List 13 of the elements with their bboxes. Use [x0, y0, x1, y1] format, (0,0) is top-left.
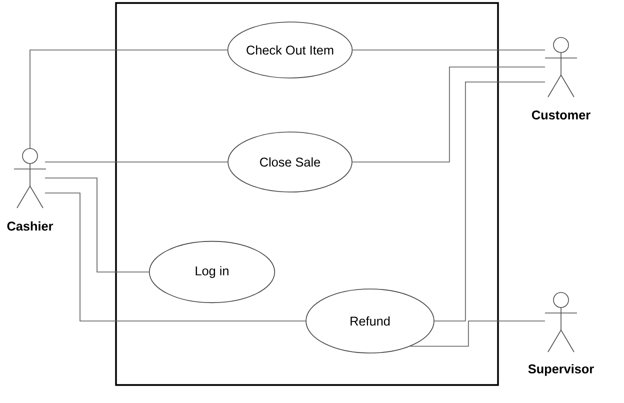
- node-label: Cashier: [7, 221, 54, 231]
- actor: Supervisor: [528, 292, 594, 376]
- association-line: [44, 178, 150, 272]
- node-label: Customer: [532, 110, 590, 120]
- association-line: [410, 320, 546, 347]
- actor: Cashier: [7, 148, 54, 231]
- association-line: [434, 82, 546, 322]
- system-boundary: [115, 2, 499, 386]
- actor: Customer: [532, 37, 590, 120]
- association-line: [352, 66, 546, 162]
- association-line: [30, 50, 228, 150]
- association-line: [44, 192, 306, 322]
- node-label: Supervisor: [528, 364, 594, 376]
